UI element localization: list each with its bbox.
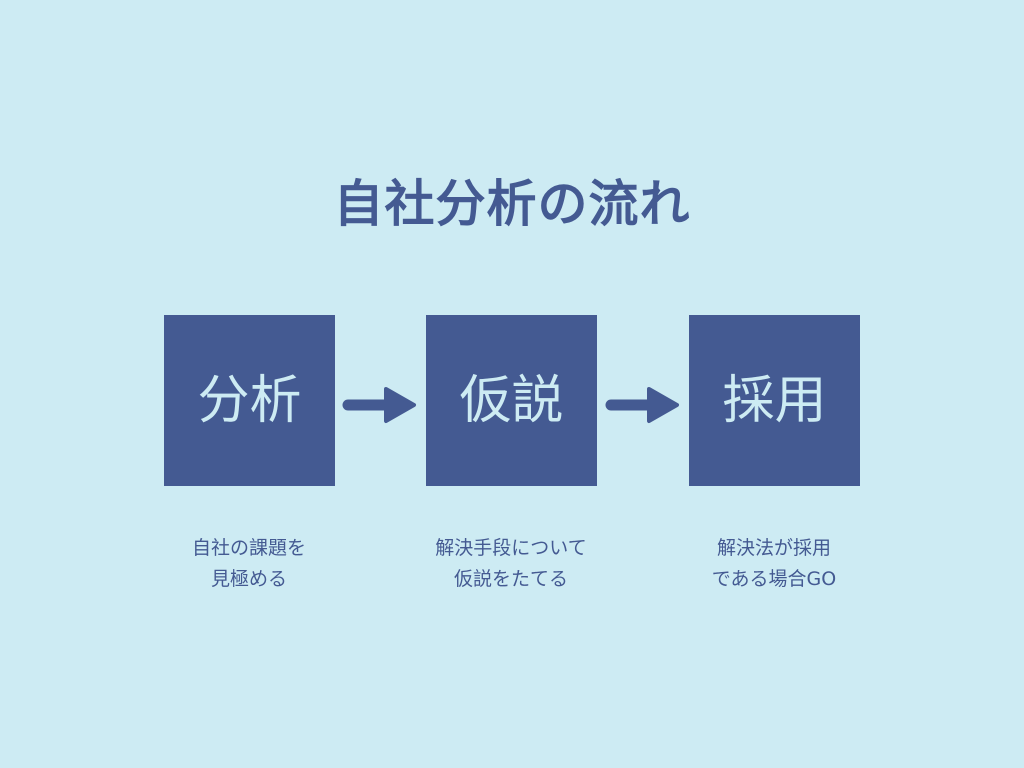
step-caption-hypothesis: 解決手段について 仮説をたてる [401,533,621,595]
step-box-adoption: 採用 [689,315,860,486]
caption-line: 解決法が採用 [716,537,831,559]
step-caption-adoption: 解決法が採用 である場合GO [664,533,884,595]
caption-line: 解決手段について [435,537,587,559]
step-box-analysis: 分析 [164,315,335,486]
step-label: 採用 [722,370,827,431]
step-label: 仮説 [459,370,564,431]
diagram-title: 自社分析の流れ [333,175,691,233]
caption-line: 自社の課題を [191,537,306,559]
caption-line: 見極める [210,568,287,590]
arrow-right-icon [605,387,679,423]
caption-line: である場合GO [711,568,837,590]
step-caption-analysis: 自社の課題を 見極める [139,533,359,595]
arrow-right-icon [342,387,416,423]
caption-line: 仮説をたてる [453,568,568,590]
step-box-hypothesis: 仮説 [426,315,597,486]
step-label: 分析 [197,370,302,431]
